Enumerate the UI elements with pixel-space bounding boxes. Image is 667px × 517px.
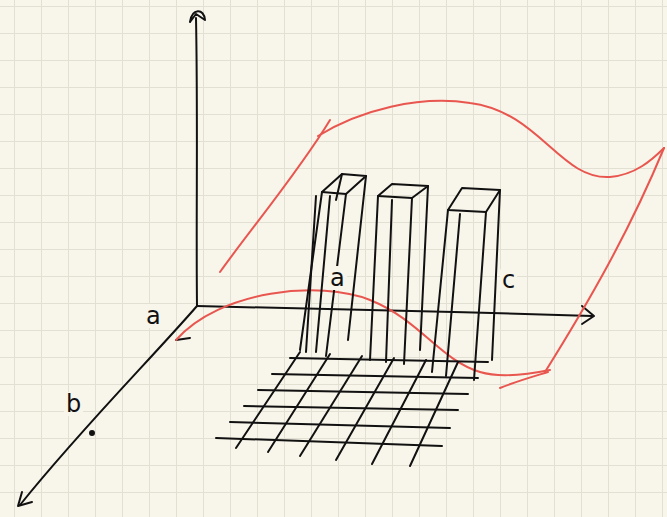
axes <box>18 11 594 506</box>
surface-top <box>318 101 664 177</box>
z-axis <box>196 18 197 306</box>
axis-label: c <box>500 268 517 292</box>
x-arrow <box>18 492 32 506</box>
z-arrow <box>190 11 205 22</box>
prisms <box>300 174 500 380</box>
axis-label: a <box>328 266 347 290</box>
axis-label: b <box>64 392 83 416</box>
x-axis <box>20 306 197 505</box>
surface <box>176 101 664 388</box>
surface-right <box>545 148 664 372</box>
axis-label: a <box>144 304 163 328</box>
tick-dot <box>90 431 94 435</box>
surface-corner <box>500 372 548 388</box>
y-axis <box>197 306 592 316</box>
